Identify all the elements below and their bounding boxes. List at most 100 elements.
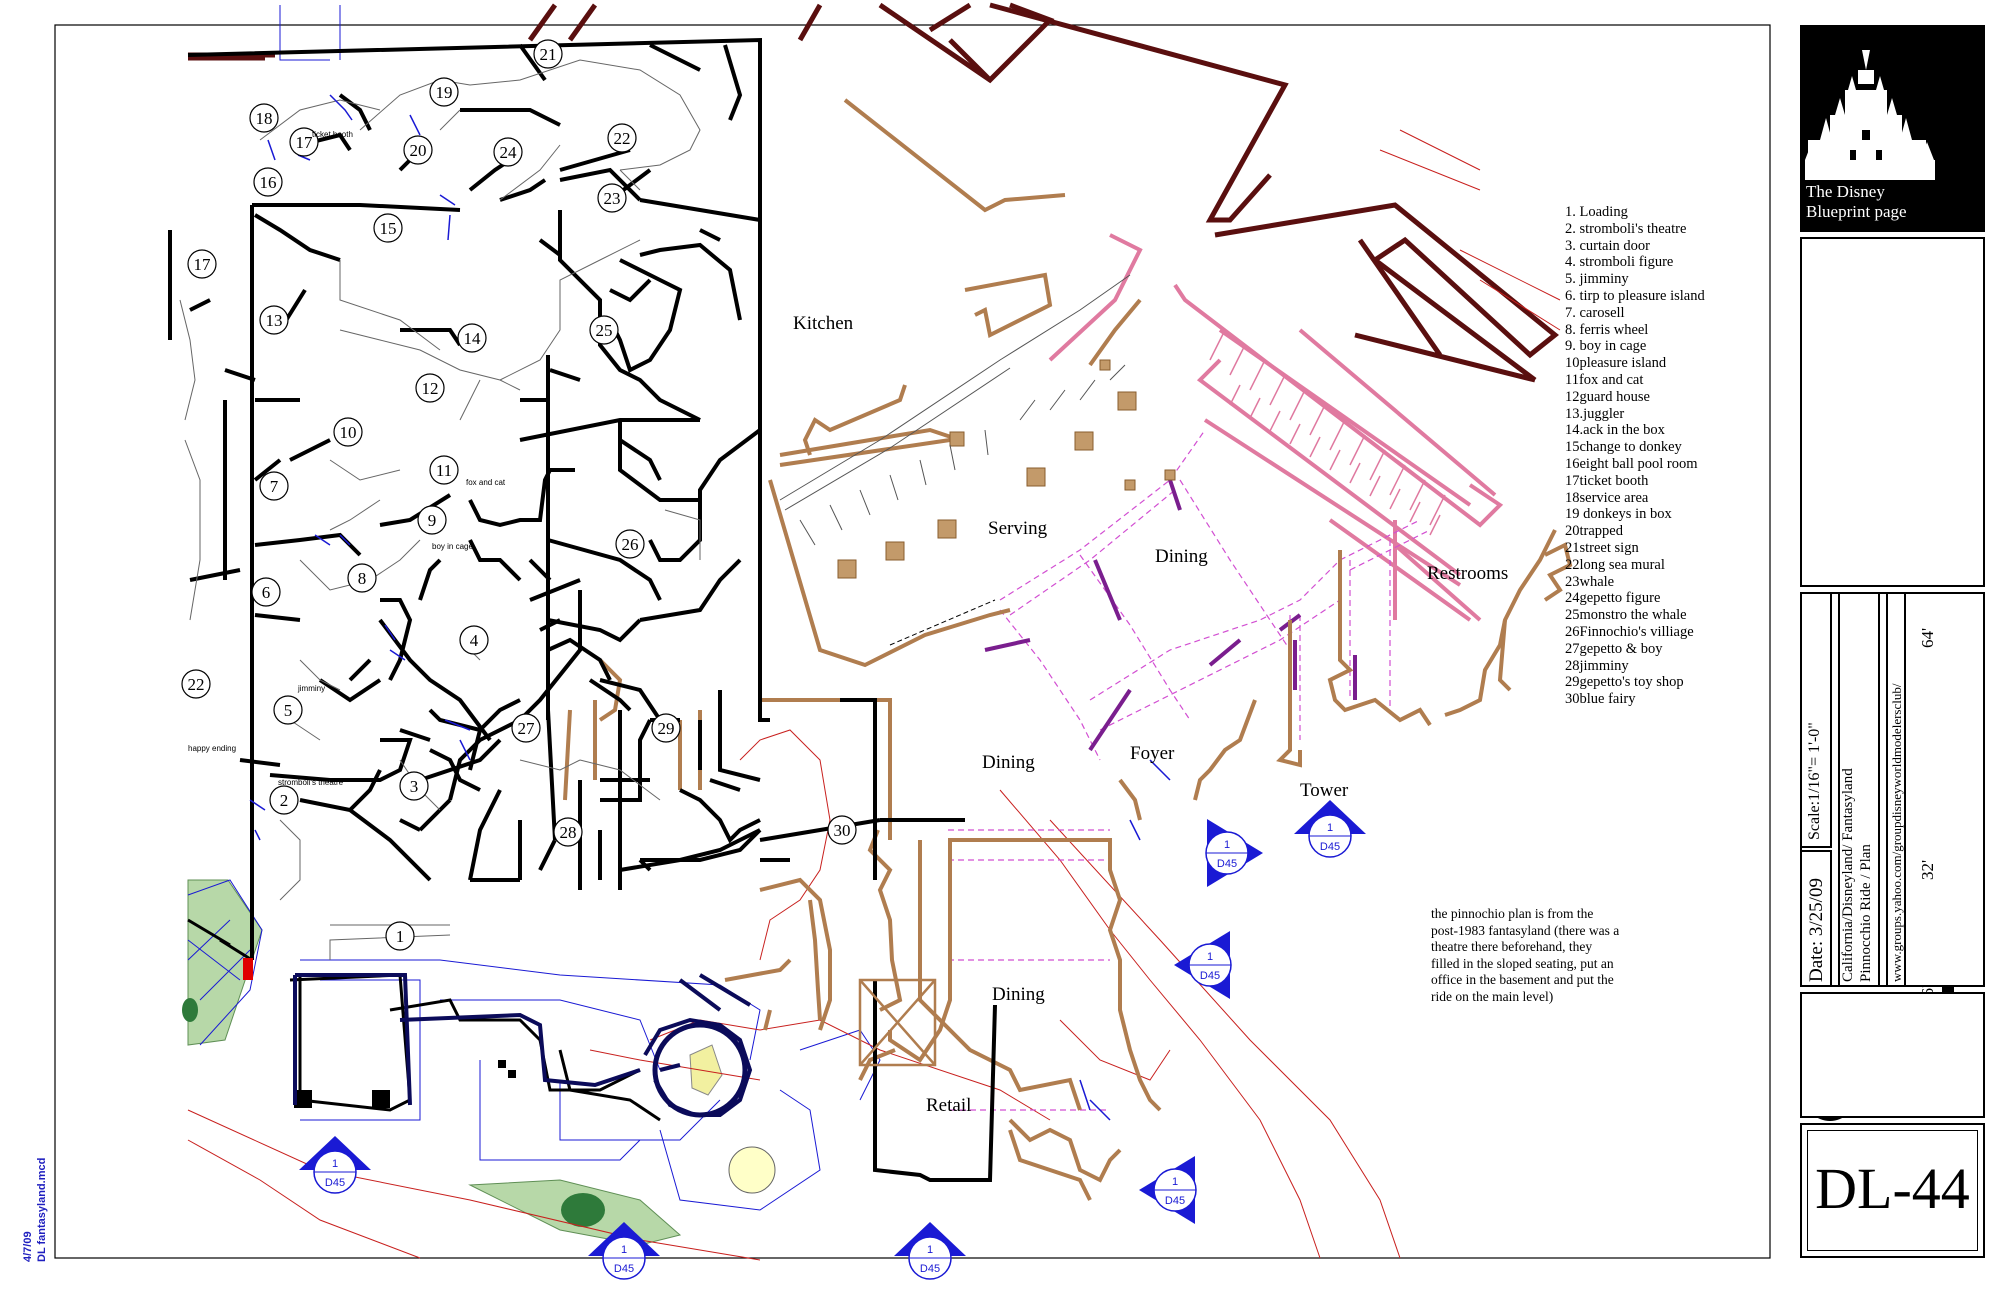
- title-header-line1: The Disney: [1806, 182, 1885, 201]
- note-line: theatre there beforehand, they: [1431, 939, 1593, 955]
- side-filename: DL fantasyland.mcd: [36, 1157, 48, 1262]
- ride-marker-number: 4: [470, 631, 479, 650]
- legend-item: 23whale: [1565, 573, 1615, 590]
- ride-marker-number: 1: [396, 927, 405, 946]
- label-fox-and-cat: fox and cat: [466, 478, 506, 487]
- ride-marker: 7: [259, 471, 289, 501]
- ride-track-blocks: [294, 1060, 516, 1108]
- legend-item: 16eight ball pool room: [1565, 455, 1698, 472]
- ride-marker: 25: [589, 315, 619, 345]
- ride-marker: 14: [457, 323, 487, 353]
- ride-marker-number: 17: [194, 255, 212, 274]
- room-label-tower: Tower: [1300, 780, 1349, 801]
- ride-marker: 17: [289, 127, 319, 157]
- ride-marker-number: 18: [256, 109, 273, 128]
- section-marker-number: 1: [621, 1244, 627, 1256]
- ride-marker: 3: [399, 771, 429, 801]
- ride-marker-number: 15: [380, 219, 397, 238]
- legend-item: 17ticket booth: [1565, 472, 1649, 489]
- legend-item: 13.juggler: [1565, 405, 1625, 422]
- yellow-shape: [689, 1044, 723, 1096]
- legend-item: 24gepetto figure: [1565, 590, 1661, 607]
- legend-item: 6. tirp to pleasure island: [1565, 287, 1705, 304]
- section-marker-number: 1: [1172, 1176, 1178, 1188]
- ride-marker-number: 22: [614, 129, 631, 148]
- room-label-foyer: Foyer: [1130, 743, 1175, 764]
- load-track: [293, 973, 753, 1117]
- note-line: filled in the sloped seating, put an: [1431, 955, 1614, 971]
- ride-marker: 28: [553, 817, 583, 847]
- ride-marker: 18: [249, 103, 279, 133]
- ride-marker: 22: [181, 669, 211, 699]
- ride-marker-number: 16: [260, 173, 277, 192]
- legend-item: 2. stromboli's theatre: [1565, 220, 1687, 237]
- serving-cross-dashed: [889, 599, 996, 646]
- ride-marker: 4: [459, 625, 489, 655]
- ride-marker: 12: [415, 373, 445, 403]
- section-marker-number: 1: [1224, 839, 1230, 851]
- legend-item: 14.ack in the box: [1565, 422, 1665, 439]
- site-lines-red: [187, 129, 1561, 1261]
- title-header-line2: Blueprint page: [1806, 202, 1907, 221]
- ride-marker-number: 23: [604, 189, 621, 208]
- ride-marker-number: 19: [436, 83, 453, 102]
- location-box: [1838, 592, 1880, 987]
- ride-marker-number: 6: [262, 583, 271, 602]
- ride-marker: 11: [429, 455, 459, 485]
- date-box: [1800, 850, 1832, 987]
- section-marker-number: 1: [1327, 822, 1333, 834]
- legend-item: 28jimminy: [1565, 657, 1629, 674]
- yellow-circle: [728, 1146, 776, 1194]
- ride-marker-number: 28: [560, 823, 577, 842]
- legend-item: 15change to donkey: [1565, 439, 1682, 456]
- ride-marker-number: 22: [188, 675, 205, 694]
- ride-marker-number: 2: [280, 791, 289, 810]
- ride-marker-number: 24: [500, 143, 518, 162]
- scale-text: Scale:1/16"= 1'-0": [1806, 722, 1823, 840]
- url-text: www.groups.yahoo.com/groupdisneyworldmod…: [1889, 683, 1904, 982]
- ride-marker: 9: [417, 505, 447, 535]
- section-marker-sheet: D45: [920, 1263, 940, 1275]
- ride-marker-number: 8: [358, 569, 367, 588]
- restroom-stairs: [1209, 329, 1446, 536]
- legend-item: 20trapped: [1565, 523, 1623, 540]
- ride-marker-number: 12: [422, 379, 439, 398]
- ride-marker-number: 11: [436, 461, 452, 480]
- ride-marker-number: 5: [284, 701, 293, 720]
- legend-item: 11fox and cat: [1565, 371, 1644, 388]
- ride-marker: 30: [827, 815, 857, 845]
- red-marker: [243, 958, 253, 980]
- label-ticket-booth: ticket booth: [312, 130, 353, 139]
- room-label-dining-upper: Dining: [1155, 546, 1208, 567]
- dining-partitions-dashed: [948, 429, 1431, 1111]
- scale-label-64: 64': [1918, 627, 1937, 648]
- legend-item: 3. curtain door: [1565, 237, 1650, 254]
- retail-walls: [873, 980, 997, 1182]
- ride-marker: 24: [493, 137, 523, 167]
- title-header: The Disney Blueprint page: [1806, 182, 1907, 222]
- ride-marker: 26: [615, 529, 645, 559]
- tree-left: [182, 998, 198, 1022]
- note-line: office in the basement and put the: [1431, 972, 1614, 988]
- legend-item: 1. Loading: [1565, 204, 1628, 220]
- sheet-number-box: DL-44: [1800, 1123, 1985, 1258]
- ride-marker-number: 3: [410, 777, 419, 796]
- ride-marker: 21: [533, 39, 563, 69]
- ride-marker: 27: [511, 713, 541, 743]
- restaurant-walls-pink: [1048, 233, 1504, 622]
- note-line: ride on the main level): [1431, 988, 1554, 1004]
- section-marker-sheet: D45: [614, 1263, 634, 1275]
- label-jimminy: jimminy: [298, 684, 326, 693]
- legend-item: 8. ferris wheel: [1565, 321, 1649, 338]
- legend-item: 18service area: [1565, 489, 1649, 506]
- label-strombolis-theatre: stromboli's theatre: [278, 778, 344, 787]
- section-marker-number: 1: [927, 1244, 933, 1256]
- date-text: Date: 3/25/09: [1806, 878, 1827, 982]
- ride-marker: 23: [597, 183, 627, 213]
- ride-marker: 6: [251, 577, 281, 607]
- legend-item: 27gepetto & boy: [1565, 640, 1663, 657]
